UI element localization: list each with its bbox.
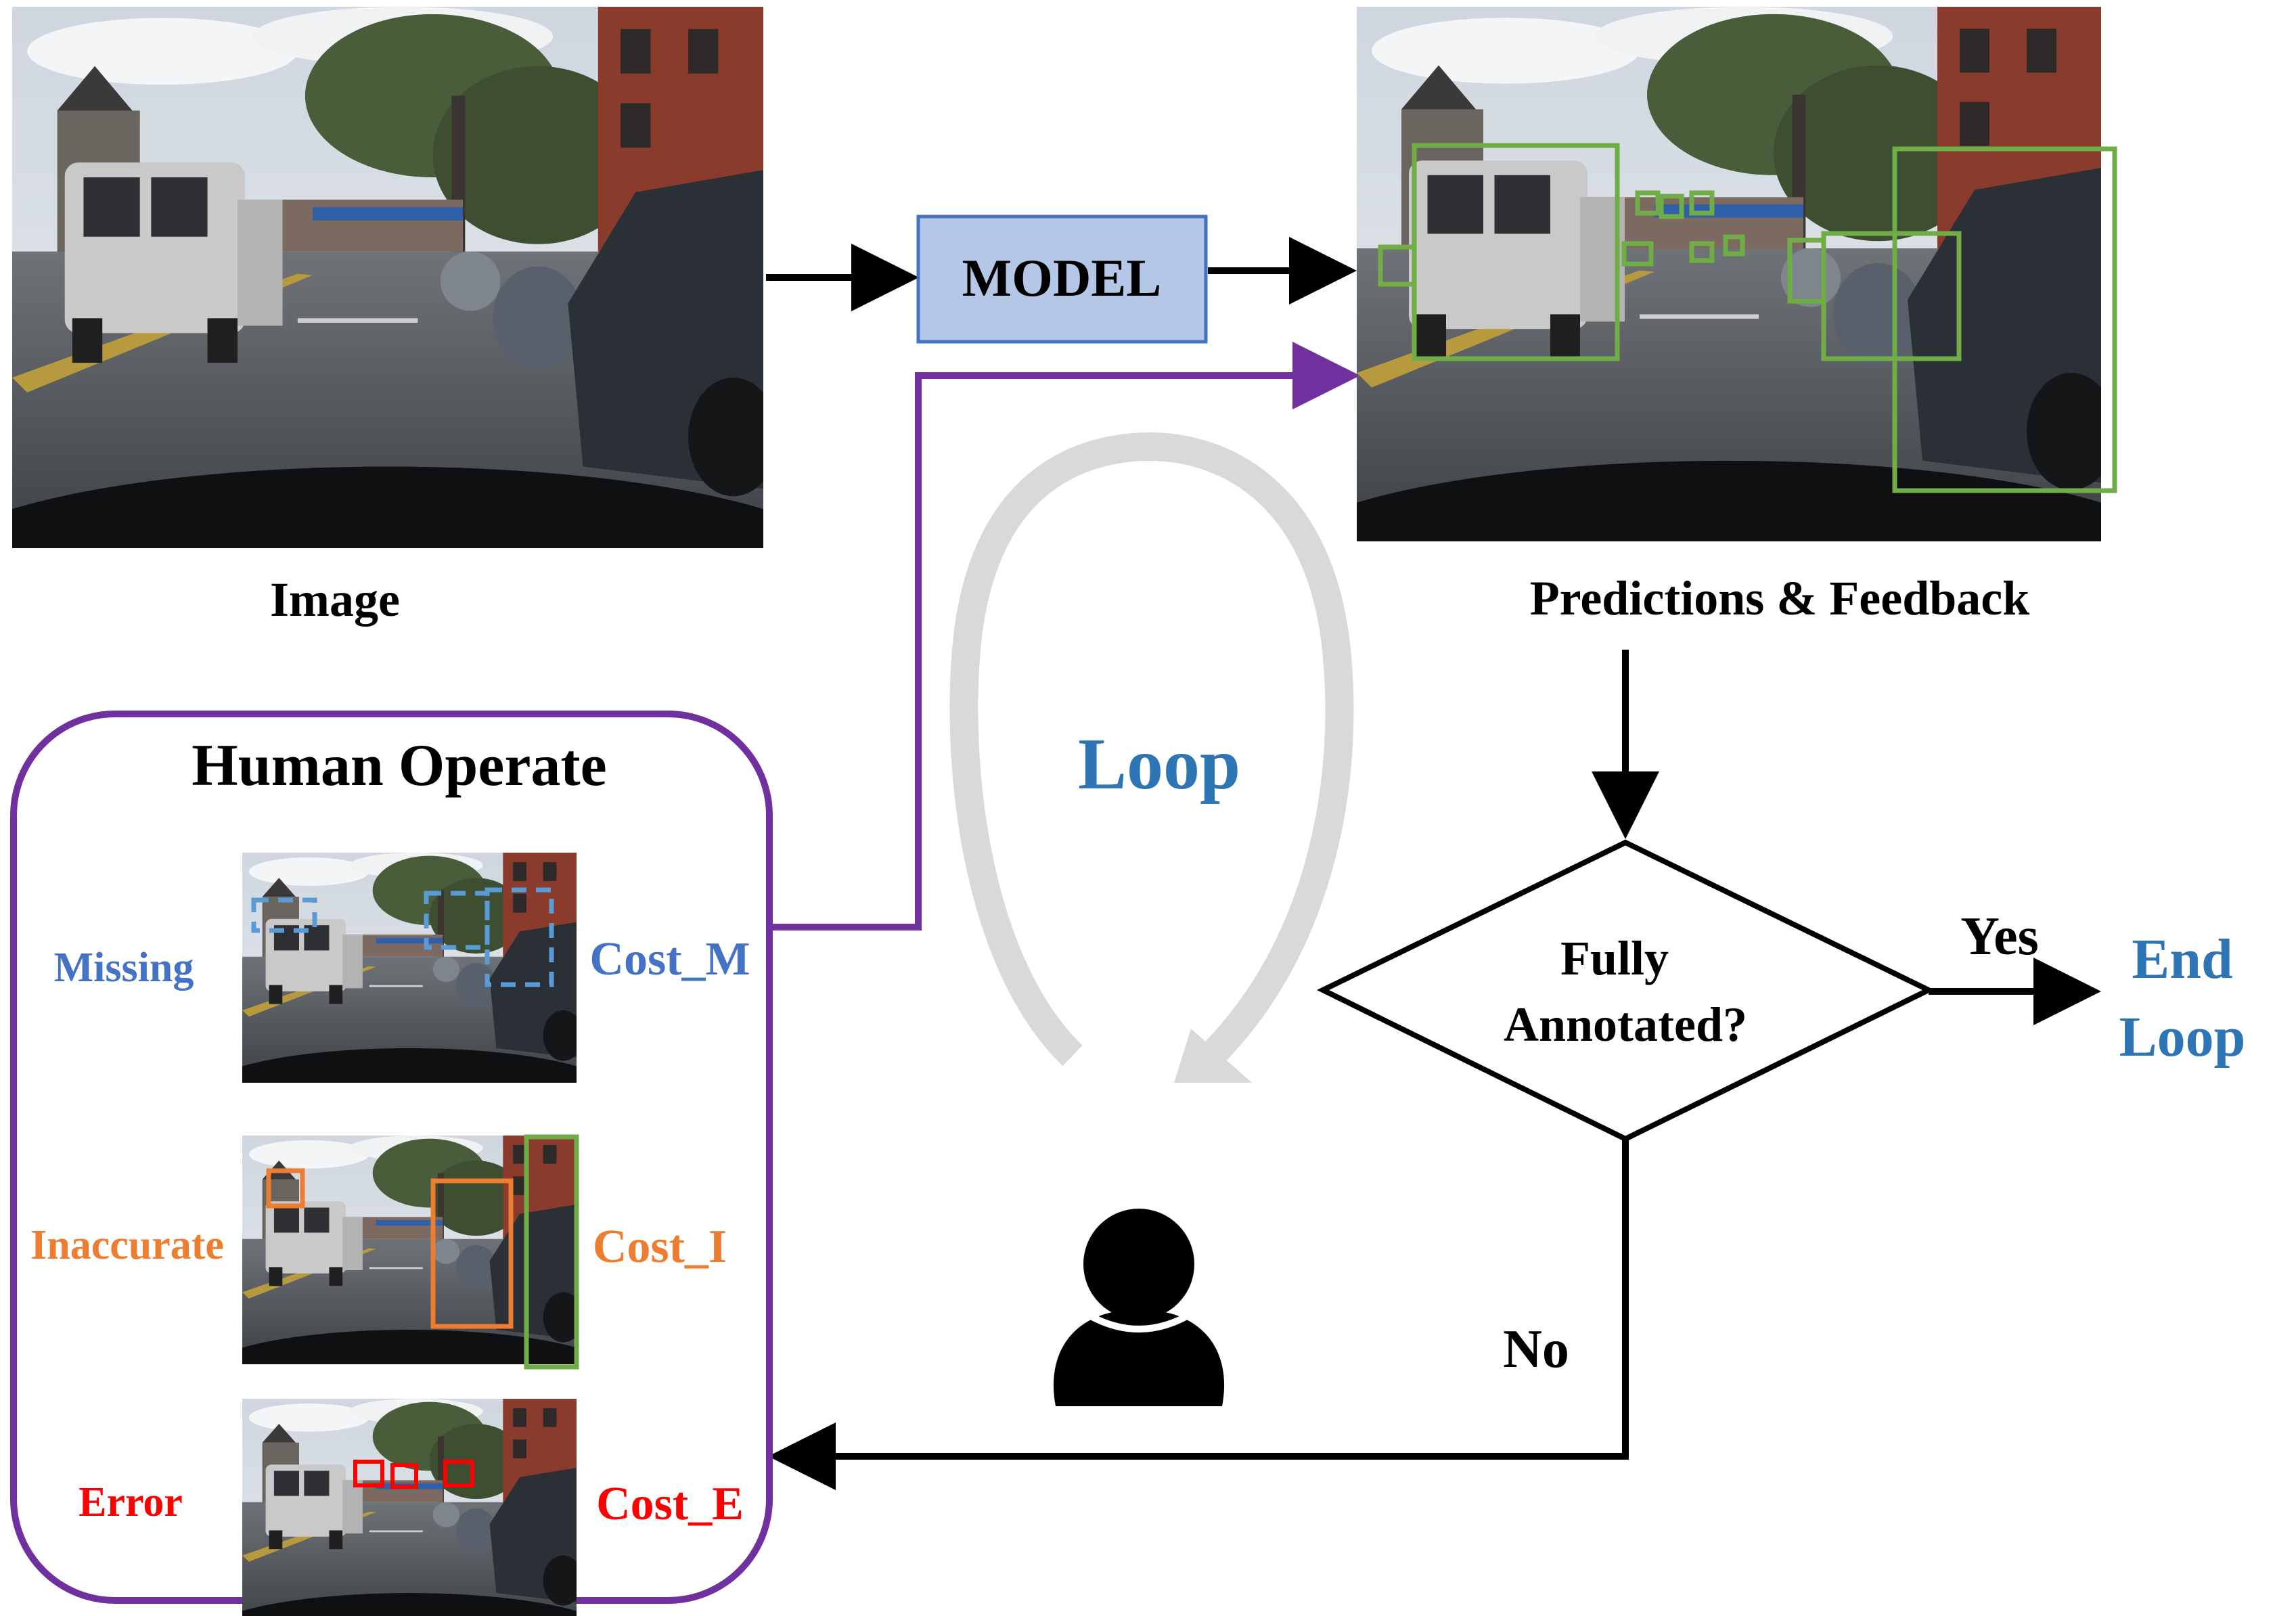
missing-box xyxy=(485,887,554,987)
model-label: MODEL xyxy=(962,248,1162,307)
inaccurate-box xyxy=(266,1168,305,1209)
prediction-box xyxy=(1378,244,1417,287)
user-silhouette-icon xyxy=(1053,1209,1225,1406)
prediction-box xyxy=(1689,190,1715,216)
missing-label: Missing xyxy=(54,945,194,991)
cost-e-label: Cost_E xyxy=(596,1478,744,1530)
image-caption: Image xyxy=(270,573,400,627)
inaccurate-boxes xyxy=(266,1168,514,1329)
arrow-human-to-predictions xyxy=(768,342,1360,930)
no-label: No xyxy=(1503,1320,1569,1379)
prediction-box xyxy=(1635,190,1661,216)
predictions-image xyxy=(1357,7,2101,541)
end-loop-line2: Loop xyxy=(2119,1006,2246,1069)
decision-diamond: Fully Annotated? xyxy=(1316,839,1935,1142)
arrow-no-to-human xyxy=(768,1139,1629,1490)
cost-i-label: Cost_I xyxy=(593,1221,727,1273)
error-label: Error xyxy=(78,1479,183,1525)
human-operate-title: Human Operate xyxy=(192,733,607,799)
yes-label: Yes xyxy=(1960,907,2039,966)
prediction-box xyxy=(1659,194,1684,219)
error-box xyxy=(443,1460,474,1487)
inaccurate-label: Inaccurate xyxy=(30,1222,224,1268)
loop-label: Loop xyxy=(1078,724,1240,805)
model-box: MODEL xyxy=(916,215,1208,344)
input-image xyxy=(12,7,763,548)
inaccurate-green-box xyxy=(524,1134,579,1370)
prediction-box xyxy=(1723,234,1745,256)
error-boxes xyxy=(353,1460,474,1489)
inaccurate-box xyxy=(430,1178,514,1329)
human-operate-panel: Human Operate Missing Cost_M Inaccurate … xyxy=(10,711,773,1616)
loop-arrow-icon xyxy=(949,432,1354,1083)
error-thumbnail xyxy=(242,1399,577,1616)
prediction-box xyxy=(1892,146,2117,493)
missing-box xyxy=(251,897,317,933)
prediction-boxes xyxy=(1378,143,2117,493)
decision-label-line2: Annotated? xyxy=(1504,997,1747,1052)
prediction-box xyxy=(1787,238,1826,304)
missing-boxes xyxy=(251,887,554,987)
prediction-box xyxy=(1621,241,1654,267)
cost-m-label: Cost_M xyxy=(589,933,750,985)
error-box xyxy=(353,1460,384,1487)
predictions-caption: Predictions & Feedback xyxy=(1530,571,2030,625)
decision-label-line1: Fully xyxy=(1560,931,1669,985)
end-loop-line1: End xyxy=(2132,928,2232,991)
prediction-box xyxy=(1689,241,1715,263)
missing-box xyxy=(424,891,490,950)
error-box xyxy=(390,1463,418,1489)
